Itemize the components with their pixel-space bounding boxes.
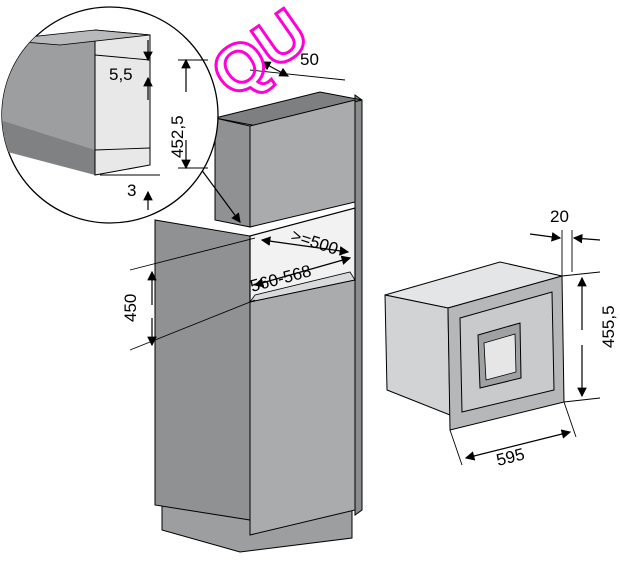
built-in-appliance	[384, 261, 565, 431]
detail-bottom-label: 3	[127, 181, 136, 200]
cabinet-lower-side	[154, 219, 251, 521]
detail-height-label: 452,5	[168, 115, 187, 158]
niche-height-label: 450	[121, 294, 140, 322]
detail-offset-label: 5,5	[109, 65, 133, 84]
cabinet-side	[354, 94, 363, 516]
appliance-width-label: 595	[494, 445, 526, 470]
cabinet-upper-side	[214, 117, 251, 228]
appliance-side	[384, 294, 451, 416]
frame-depth-label: 20	[550, 207, 569, 226]
detail-pointer-arrow	[197, 164, 241, 223]
cabinet-top	[214, 91, 363, 127]
appliance-height-label: 455,5	[599, 305, 618, 348]
detail-circle	[1, 6, 219, 224]
cabinet-lower-door	[249, 279, 356, 536]
top-gap-label: 50	[300, 50, 319, 69]
